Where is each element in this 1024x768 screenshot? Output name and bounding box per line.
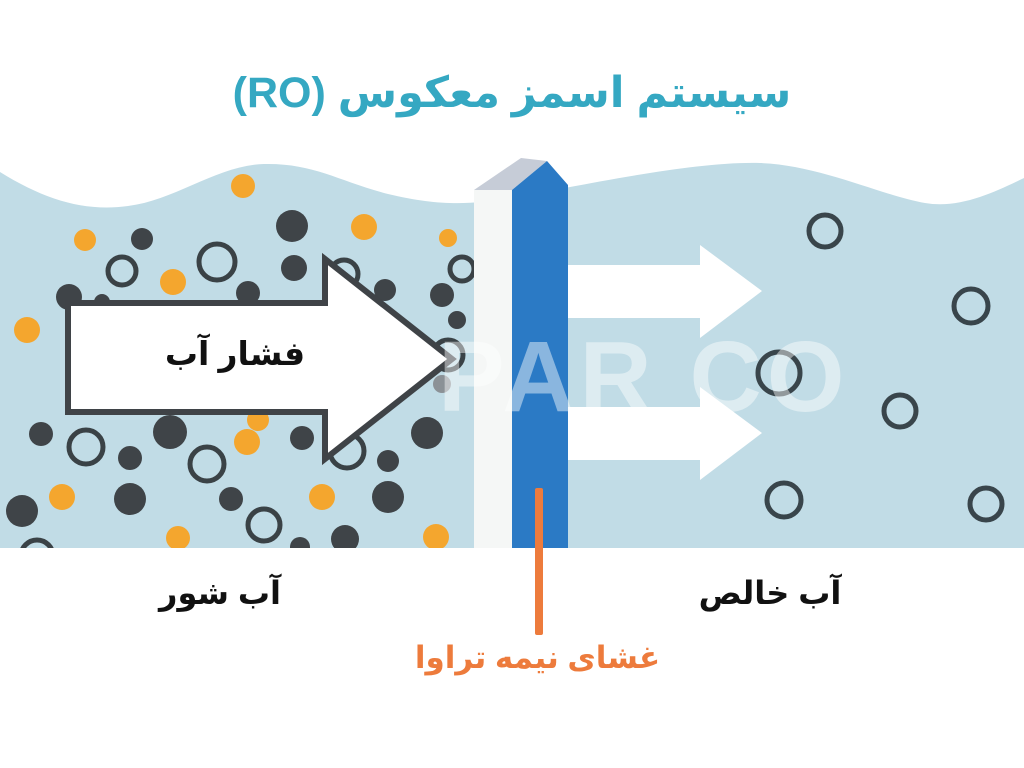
salt-particle-orange <box>74 229 96 251</box>
salt-particle-dark <box>290 426 314 450</box>
salt-particle-dark <box>374 279 396 301</box>
salt-particle-dark <box>448 311 466 329</box>
membrane-pointer-line <box>535 488 543 635</box>
salt-particle-dark <box>290 537 310 548</box>
salt-particle-dark <box>118 446 142 470</box>
salt-particle-orange <box>439 229 457 247</box>
salt-particle-dark <box>131 228 153 250</box>
solute-ring <box>66 427 106 467</box>
solute-ring <box>187 444 227 484</box>
membrane-side-face <box>512 161 568 548</box>
water-bubble <box>881 392 919 430</box>
salt-particle-orange <box>49 484 75 510</box>
salt-particle-orange <box>160 269 186 295</box>
solute-ring <box>196 241 238 283</box>
salt-water-label: آب شور <box>159 575 281 611</box>
solute-ring <box>105 254 139 288</box>
salt-particle-dark <box>430 283 454 307</box>
pressure-arrow-label: فشار آب <box>164 335 306 372</box>
particles-layer <box>6 174 1005 548</box>
salt-particle-dark <box>114 483 146 515</box>
salt-particle-dark <box>411 417 443 449</box>
salt-particle-dark <box>331 525 359 548</box>
salt-particle-orange <box>231 174 255 198</box>
water-bubble <box>764 480 804 520</box>
salt-particle-orange <box>423 524 449 548</box>
water-bubble <box>806 212 844 250</box>
flow-arrow-top <box>568 245 762 338</box>
salt-particle-dark <box>236 281 260 305</box>
salt-particle-dark <box>29 422 53 446</box>
diagram-title: سیستم اسمز معکوس (RO) <box>232 69 792 117</box>
membrane-label: غشای نیمه تراوا <box>414 640 661 675</box>
salt-particle-dark <box>372 481 404 513</box>
water-bubble <box>967 485 1005 523</box>
salt-particle-orange <box>351 214 377 240</box>
salt-particle-dark <box>219 487 243 511</box>
solute-ring <box>245 506 283 544</box>
flow-arrow-bottom <box>568 387 762 480</box>
water-bubble <box>755 349 803 397</box>
pressure-arrow <box>65 252 457 466</box>
salt-particle-orange <box>234 429 260 455</box>
water-bubble <box>951 286 991 326</box>
salt-particle-dark <box>276 210 308 242</box>
salt-particle-gray <box>433 375 451 393</box>
salt-particle-orange <box>14 317 40 343</box>
salt-particle-dark <box>6 495 38 527</box>
membrane-top-face <box>474 158 547 190</box>
salt-particle-dark <box>377 450 399 472</box>
salt-particle-dark <box>153 415 187 449</box>
membrane-front-face <box>474 190 512 548</box>
salt-particle-orange <box>309 484 335 510</box>
salt-particle-dark <box>281 255 307 281</box>
salt-particle-orange <box>166 526 190 548</box>
pure-water-label: آب خالص <box>698 575 842 611</box>
solute-ring <box>18 537 56 548</box>
